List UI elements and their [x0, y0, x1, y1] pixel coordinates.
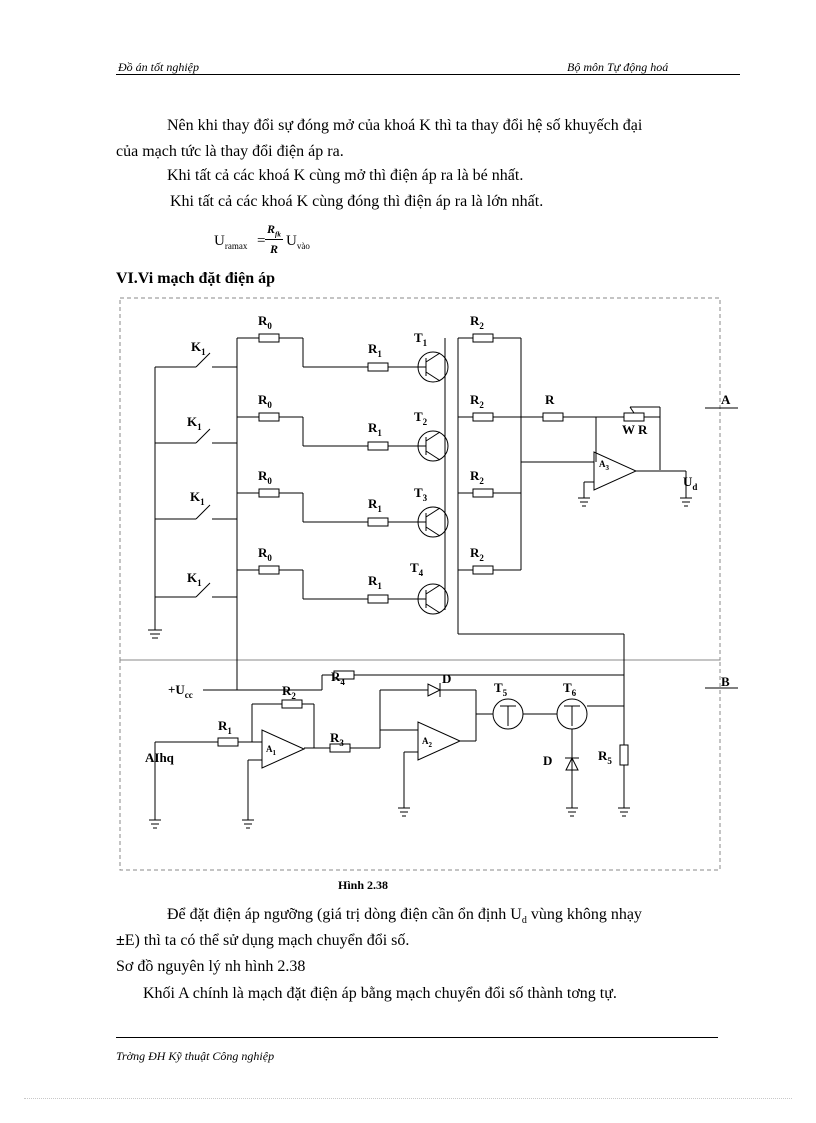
label-r1-2: R1 [368, 420, 382, 438]
label-k1-2: K1 [187, 414, 202, 432]
label-wr: W R [622, 422, 648, 437]
label-t6: T6 [563, 680, 577, 698]
paragraph-4-line-2: ±E) thì ta có thể sử dụng mạch chuyển đổ… [116, 932, 410, 949]
formula-rhs: Uvào [286, 233, 310, 251]
label-r: R [545, 392, 555, 407]
label-t2: T2 [414, 409, 428, 427]
label-r2-2: R2 [470, 392, 484, 410]
header-left: Đồ án tốt nghiệp [118, 60, 199, 74]
label-k1-1: K1 [191, 339, 206, 357]
fraction-bar [265, 239, 283, 240]
formula-equals: = [257, 233, 266, 249]
header-right: Bộ môn Tự động hoá [567, 60, 669, 74]
label-r0-1: R0 [258, 313, 272, 331]
block-b-frame [119, 659, 721, 871]
diode-d-top [427, 683, 442, 697]
label-input: AIhq [145, 750, 175, 765]
label-r2-4: R2 [470, 545, 484, 563]
diode-d-bottom [565, 756, 579, 771]
header-rule [116, 74, 740, 75]
formula-lhs: Uramax [214, 233, 248, 251]
label-ud: Ud [683, 474, 697, 492]
opamp-a3 [593, 451, 638, 491]
paragraph-4-line-1: Để đặt điện áp ngưỡng (giá trị dòng điện… [167, 906, 642, 927]
label-k1-4: K1 [187, 570, 202, 588]
label-d-top: D [442, 671, 451, 686]
r1-input-resistor [217, 737, 239, 747]
label-k1-3: K1 [190, 489, 205, 507]
label-r4: R4 [331, 669, 345, 687]
label-r0-3: R0 [258, 468, 272, 486]
opamp-a1 [261, 729, 306, 769]
figure-caption: Hình 2.38 [338, 878, 389, 892]
label-block-a: A [721, 392, 731, 407]
label-t1: T1 [414, 330, 428, 348]
label-d-bottom: D [543, 753, 552, 768]
label-a1: A1 [266, 744, 277, 757]
paragraph-5: Sơ đồ nguyên lý nh hình 2.38 [116, 958, 306, 975]
label-r1-b: R1 [218, 718, 232, 736]
label-a2: A2 [422, 736, 433, 749]
paragraph-3: Khi tất cả các khoá K cùng đóng thì điện… [170, 193, 544, 210]
formula-denominator: R [270, 242, 279, 256]
r2-resistors [458, 333, 543, 575]
r2-feedback-resistor [281, 699, 303, 709]
footer-rule [116, 1037, 718, 1038]
label-r2-1: R2 [470, 313, 484, 331]
paragraph-6: Khối A chính là mạch đặt điện áp bằng mạ… [143, 985, 617, 1002]
r0-resistors [237, 333, 304, 599]
label-t3: T3 [414, 485, 428, 503]
label-r2-b: R2 [282, 683, 296, 701]
wr-potentiometer [623, 412, 645, 422]
formula-numerator: Rfk [267, 222, 281, 239]
opamp-a2 [417, 721, 462, 761]
label-r2-3: R2 [470, 468, 484, 486]
footer-left: Trờng ĐH Kỹ thuật Công nghiệp [116, 1049, 275, 1063]
paragraph-1-line-1: Nên khi thay đổi sự đóng mở của khoá K t… [167, 117, 643, 134]
label-r1-4: R1 [368, 573, 382, 591]
formula: Uramax = Rfk R Uvào [214, 222, 384, 262]
label-r5: R5 [598, 748, 612, 766]
r1-resistors [303, 362, 418, 604]
block-a-frame [119, 297, 721, 661]
label-r1-1: R1 [368, 341, 382, 359]
label-ucc: +Ucc [168, 682, 193, 700]
page-edge [24, 1098, 792, 1099]
label-a3: A3 [599, 459, 610, 472]
r5-resistor [619, 744, 629, 766]
label-t5: T5 [494, 680, 508, 698]
section-heading: VI.Vi mạch đặt điện áp [116, 270, 275, 287]
label-r3: R3 [330, 730, 344, 748]
r-resistor [542, 412, 564, 422]
label-t4: T4 [410, 560, 424, 578]
label-r0-4: R0 [258, 545, 272, 563]
label-block-b: B [721, 674, 730, 689]
transistors-t1-t4 [417, 351, 449, 615]
paragraph-2: Khi tất cả các khoá K cùng mở thì điện á… [167, 167, 524, 184]
label-r1-3: R1 [368, 496, 382, 514]
label-r0-2: R0 [258, 392, 272, 410]
paragraph-1-line-2: của mạch tức là thay đổi điện áp ra. [116, 143, 344, 160]
switch-rows [155, 352, 237, 598]
